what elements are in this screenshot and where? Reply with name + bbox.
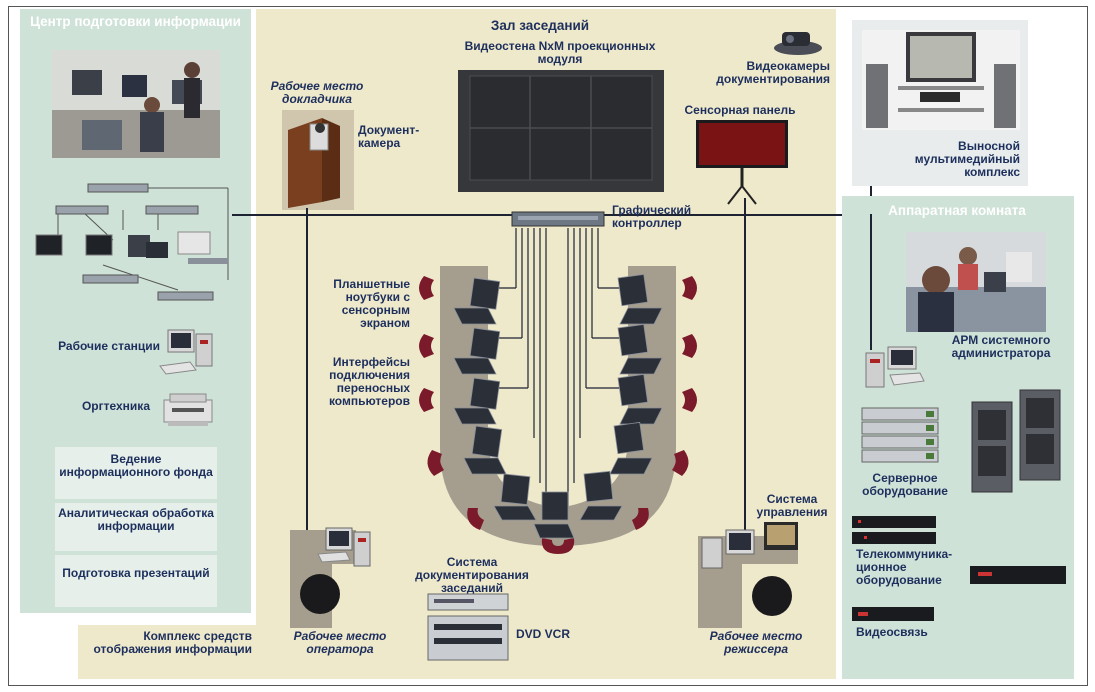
telecom-equipment-label: Телекоммуника- ционное оборудование bbox=[856, 547, 953, 587]
speaker-podium bbox=[282, 110, 354, 210]
telecom-unit-icon bbox=[970, 566, 1066, 584]
printer-icon bbox=[163, 393, 213, 426]
info-prep-center-title: Центр подготовки информации bbox=[30, 14, 241, 29]
doc-system-label: Система документирования заседаний bbox=[415, 555, 529, 595]
videowall-label: Видеостена NxM проекционных модуля bbox=[464, 39, 656, 66]
meeting-hall-title: Зал заседаний bbox=[490, 18, 590, 33]
server-rack-icon bbox=[861, 407, 939, 463]
bus-to-right-panel bbox=[832, 214, 842, 216]
telecom-equipment-icon bbox=[852, 516, 936, 544]
cable-hardware-room bbox=[870, 30, 872, 350]
dvd-vcr-label: DVD VCR bbox=[516, 627, 571, 641]
remote-multimedia-photo bbox=[862, 30, 1020, 130]
graphic-controller-label: Графический контроллер bbox=[612, 203, 692, 230]
workstation-icon bbox=[159, 329, 213, 375]
cable-speaker-operator bbox=[306, 208, 308, 536]
display-complex-label: Комплекс средств отображения информации bbox=[93, 629, 252, 656]
interfaces-label: Интерфейсы подключения переносных компью… bbox=[328, 355, 410, 408]
operator-workstation bbox=[290, 527, 371, 628]
conference-table bbox=[419, 228, 697, 554]
function-box-analytics bbox=[55, 503, 217, 551]
speaker-workstation-label: Рабочее место докладчика bbox=[270, 79, 364, 106]
admin-workstation-label: АРМ системного администратора bbox=[951, 333, 1051, 360]
function-box-presentations bbox=[55, 555, 217, 607]
control-system-label: Система управления bbox=[756, 492, 828, 519]
document-camera-icon bbox=[774, 32, 822, 55]
hardware-room-title: Аппаратная комната bbox=[888, 203, 1026, 218]
graphic-controller bbox=[511, 211, 605, 227]
video-wall bbox=[458, 70, 664, 192]
director-workstation-label: Рабочее место режиссера bbox=[709, 629, 803, 656]
function-label-info-fund: Ведение информационного фонда bbox=[59, 452, 213, 479]
touch-panel-screen bbox=[696, 120, 788, 205]
display-complex-box bbox=[78, 625, 256, 679]
function-label-presentations: Подготовка презентаций bbox=[62, 566, 210, 580]
doc-cameras-label: Видеокамеры документирования bbox=[716, 59, 830, 86]
doc-camera-label: Документ-камера bbox=[358, 123, 420, 150]
cable-touch-director bbox=[744, 198, 746, 530]
function-label-analytics: Аналитическая обработка информации bbox=[58, 506, 214, 533]
server-towers-icon bbox=[971, 389, 1061, 493]
videoconf-icon bbox=[852, 607, 934, 621]
office-photo bbox=[52, 50, 220, 158]
director-workstation bbox=[698, 522, 798, 628]
workstations-label: Рабочие станции bbox=[58, 339, 160, 353]
office-equipment-label: Оргтехника bbox=[81, 399, 150, 413]
operator-workstation-label: Рабочее место оператора bbox=[293, 629, 387, 656]
admin-workstation-icon bbox=[865, 346, 925, 388]
remote-multimedia-label: Выносной мультимедийный комплекс bbox=[914, 139, 1020, 179]
server-equipment-label: Серверное оборудование bbox=[862, 471, 948, 498]
dvd-vcr-equipment bbox=[427, 593, 509, 661]
network-equipment-diagram bbox=[35, 183, 229, 301]
videoconf-label: Видеосвязь bbox=[856, 625, 928, 639]
cable-hardware-room-inner bbox=[870, 214, 872, 350]
touch-panel-label: Сенсорная панель bbox=[684, 103, 796, 117]
function-box-info-fund bbox=[55, 447, 217, 499]
hardware-room-photo bbox=[906, 232, 1046, 332]
tablets-label: Планшетные ноутбуки с сенсорным экраном bbox=[333, 277, 410, 330]
